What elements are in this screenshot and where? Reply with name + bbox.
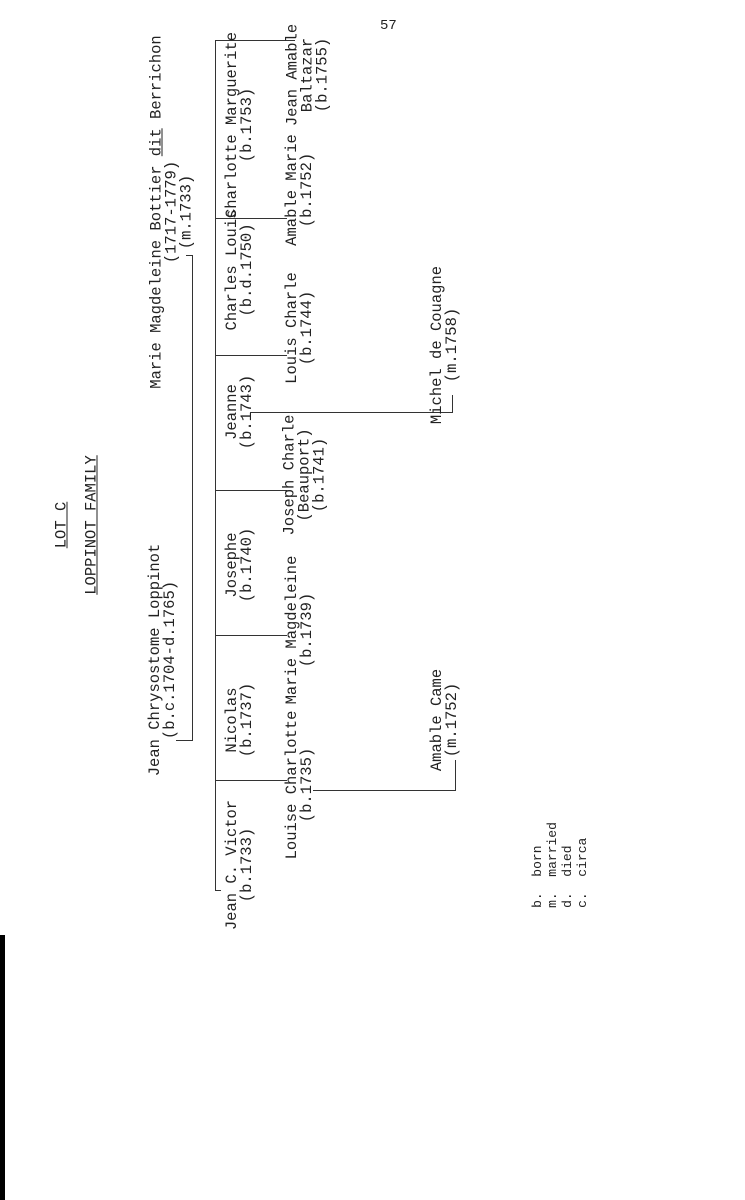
child-dates: (b.1733) [238, 827, 256, 903]
child-dates: (b.1737) [238, 682, 256, 758]
child-dates: (b.1744) [298, 290, 316, 366]
child-tick [215, 40, 295, 41]
spouse-entry: Michel de Couagne(m.1758) [428, 266, 461, 424]
family-title: LOPPINOT FAMILY [82, 455, 101, 595]
child-entry: Jean C. Victor(b.1733) [223, 800, 256, 930]
child-entry: Marie Magdeleine(b.1739) [283, 556, 316, 705]
child-dates: (b.1753) [238, 87, 256, 163]
child-entry: Louis Charle(b.1744) [283, 272, 316, 384]
child-entry: Nicolas(b.1737) [223, 682, 256, 758]
father-dates: (b.c.1704-d.1765) [161, 580, 179, 740]
legend-item: d. died [560, 845, 575, 908]
lot-title: LOT C [52, 501, 71, 549]
mother-name-post: Berrichon [147, 35, 166, 129]
child-entry: Charles Louis(b.d.1750) [223, 210, 256, 331]
child-dates: (b.1741) [310, 437, 329, 513]
spouse-connector [250, 412, 453, 413]
child-entry: Louise Charlotte(b.1735) [283, 711, 316, 860]
lot-label: LOT C [52, 501, 71, 549]
child-entry: Joseph Charle(Beauport)(b.1741) [281, 415, 329, 536]
child-tick [215, 780, 287, 781]
child-dates: (b.1735) [298, 747, 316, 823]
mother-name-dit: dit [147, 128, 166, 157]
child-tick [215, 490, 287, 491]
parents-connector [192, 255, 193, 741]
child-tick [215, 355, 287, 356]
spouse-connector [452, 395, 453, 413]
abbreviation-legend: b. born m. married d. died c. circa [530, 822, 590, 908]
mother-entry: Marie Magdeleine Bottier dit Berrichon (… [147, 35, 196, 388]
child-entry: Amable Marie(b.1752) [283, 134, 316, 246]
child-dates: (b.1755) [313, 37, 332, 113]
spouse-dates: (m.1752) [443, 682, 461, 758]
spouse-dates: (m.1758) [443, 307, 461, 383]
child-dates: (b.1752) [298, 152, 316, 228]
legend-item: b. born [530, 845, 545, 908]
father-entry: Jean Chrysostome Loppinot (b.c.1704-d.17… [146, 544, 179, 777]
children-bus [215, 40, 216, 890]
legend-item: c. circa [575, 837, 590, 908]
child-dates: (b.1740) [238, 527, 256, 603]
family-label: LOPPINOT FAMILY [82, 455, 101, 595]
child-dates: (b.d.1750) [238, 223, 256, 317]
child-tick [215, 890, 221, 891]
child-tick [215, 218, 287, 219]
page-number: 57 [380, 18, 397, 34]
spouse-entry: Amable Came(m.1752) [428, 669, 461, 771]
spouse-connector [455, 760, 456, 791]
child-dates: (b.1739) [298, 592, 316, 668]
child-entry: Josephe(b.1740) [223, 527, 256, 603]
child-entry: Charlotte Marguerite(b.1753) [223, 32, 256, 218]
father-tick [176, 740, 193, 741]
legend-item: m. married [545, 822, 560, 908]
mother-tick [186, 255, 193, 256]
child-tick [215, 635, 287, 636]
scan-edge-bar [0, 935, 5, 1200]
spouse-connector [313, 790, 456, 791]
